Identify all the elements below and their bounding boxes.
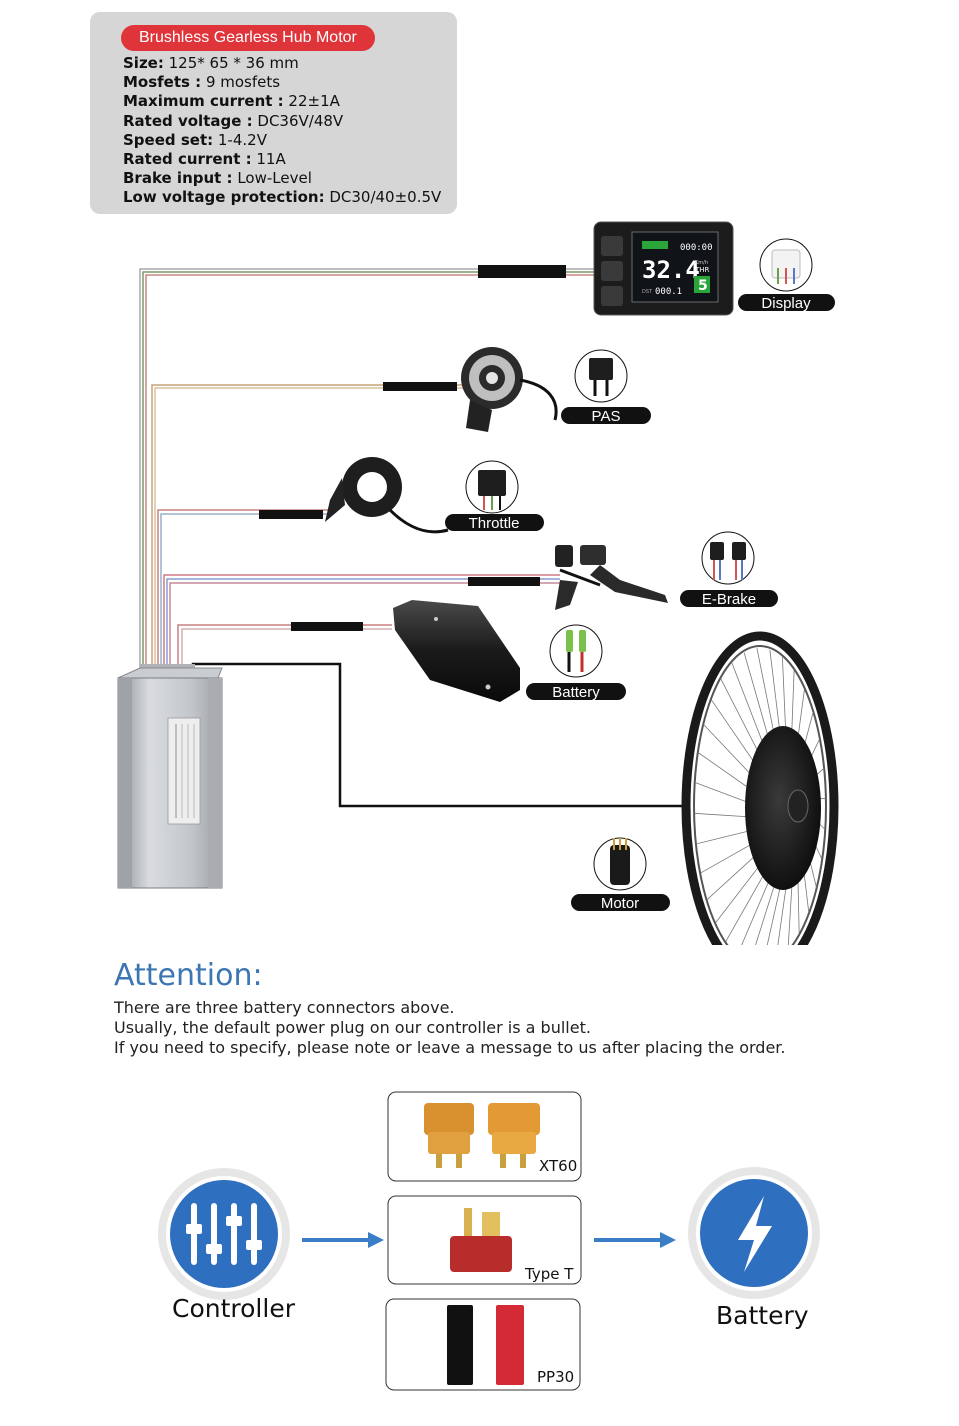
attention-note-1: There are three battery connectors above…	[114, 998, 455, 1017]
spec-brake-input: Brake input : Low-Level	[123, 169, 312, 188]
svg-text:Throttle: Throttle	[469, 515, 520, 532]
wire-pas	[151, 382, 470, 668]
battery-label-bottom: Battery	[716, 1301, 809, 1330]
spec-box: Brushless Gearless Hub Motor Size: 125* …	[90, 12, 457, 214]
spec-rated-current: Rated current : 11A	[123, 150, 286, 169]
battery-label: Battery	[526, 683, 626, 701]
svg-text:Display: Display	[761, 295, 811, 312]
wire-battery	[177, 622, 392, 668]
controller-sliders-icon	[158, 1168, 290, 1300]
xt60-label: XT60	[539, 1157, 578, 1175]
battery-connector-icon	[549, 624, 603, 678]
lcd-trip-readout: 000:00	[680, 243, 713, 253]
svg-text:E-Brake: E-Brake	[702, 591, 756, 608]
spec-mosfets: Mosfets : 9 mosfets	[123, 73, 281, 92]
attention-note-3: If you need to specify, please note or l…	[114, 1038, 786, 1057]
hub-motor-wheel	[681, 631, 839, 945]
lcd-assist-level: 5	[698, 278, 708, 294]
spec-list: Size: 125* 65 * 36 mm Mosfets : 9 mosfet…	[123, 54, 441, 208]
spec-low-voltage: Low voltage protection: DC30/40±0.5V	[123, 188, 442, 207]
motor-label: Motor	[571, 894, 670, 912]
controller-label: Controller	[172, 1294, 295, 1323]
attention-title: Attention:	[114, 958, 263, 993]
spec-speed-set: Speed set: 1-4.2V	[123, 130, 267, 149]
throttle-connector-icon	[465, 460, 519, 514]
pp30-plug-box	[385, 1298, 581, 1391]
svg-text:PAS: PAS	[592, 408, 621, 425]
pas-label: PAS	[561, 407, 651, 425]
display-label: Display	[738, 294, 835, 312]
connector-options	[158, 1091, 820, 1391]
spec-max-current: Maximum current : 22±1A	[123, 92, 340, 111]
svg-text:Motor: Motor	[601, 895, 639, 912]
spec-title: Brushless Gearless Hub Motor	[121, 25, 375, 51]
pp30-label: PP30	[537, 1368, 575, 1386]
attention-note-2: Usually, the default power plug on our c…	[114, 1018, 591, 1037]
wire-ebrake	[163, 574, 560, 668]
wire-display	[139, 265, 595, 668]
lcd-thr-label: THR	[694, 266, 710, 274]
arrow-right-icon	[594, 1232, 676, 1248]
spec-size: Size: 125* 65 * 36 mm	[123, 54, 299, 72]
controller-box	[117, 664, 223, 889]
lcd-odometer-readout: 000.1	[655, 287, 682, 297]
wire-throttle	[157, 509, 330, 668]
lcd-dst-label: DST	[642, 289, 653, 295]
spec-rated-voltage: Rated voltage : DC36V/48V	[123, 111, 344, 130]
motor-connector-icon	[593, 837, 647, 891]
svg-text:Battery: Battery	[552, 684, 600, 701]
ebrake-lever	[555, 545, 668, 610]
throttle-grip	[325, 457, 449, 534]
battery-pack	[393, 600, 520, 702]
display-connector-icon	[759, 238, 813, 292]
arrow-right-icon	[302, 1232, 384, 1248]
type-t-label: Type T	[525, 1265, 574, 1283]
ebrake-connector-icon	[701, 531, 755, 585]
throttle-label: Throttle	[445, 514, 544, 532]
battery-bolt-icon	[688, 1167, 820, 1299]
wiring-diagram: 000:00 32.4 Km/h THR 5 DST 000.1	[117, 221, 839, 945]
xt60-plug-box	[387, 1091, 582, 1182]
pas-sensor	[461, 347, 558, 432]
type-t-plug-box	[387, 1195, 582, 1285]
lcd-speed-unit: Km/h	[695, 260, 708, 266]
pas-connector-icon	[574, 349, 628, 403]
lcd-display-unit: 000:00 32.4 Km/h THR 5 DST 000.1	[593, 221, 734, 316]
ebrake-label: E-Brake	[680, 590, 778, 608]
lcd-speed-readout: 32.4	[642, 256, 700, 284]
